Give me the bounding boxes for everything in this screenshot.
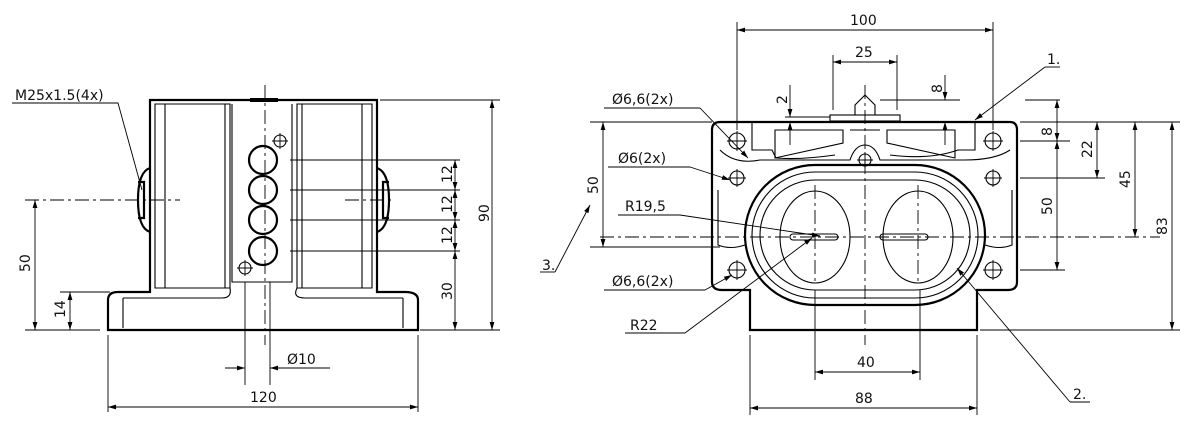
dim-diameter-10: Ø10 <box>287 352 316 368</box>
front-body-outline <box>710 120 1019 332</box>
dim-left-50: 50 <box>586 176 602 194</box>
dim-right-83: 83 <box>1155 217 1171 235</box>
dim-88: 88 <box>855 391 873 407</box>
dim-right-8: 8 <box>1040 127 1056 136</box>
side-body-outline <box>106 98 420 332</box>
hole-label-bottom: Ø6,6(2x) <box>612 274 673 290</box>
side-view: M25x1.5(4x) 50 14 12 12 12 30 90 Ø10 120 <box>12 85 500 412</box>
dim-40: 40 <box>857 355 875 371</box>
hole-label-mid: Ø6(2x) <box>618 151 666 167</box>
dim-100: 100 <box>850 13 877 29</box>
dim-8-top: 8 <box>930 84 946 93</box>
dim-14: 14 <box>53 300 69 318</box>
radius-22: R22 <box>630 318 658 334</box>
dim-30: 30 <box>440 282 456 300</box>
dim-12a: 12 <box>440 165 456 183</box>
mounting-holes <box>727 131 1003 280</box>
dim-right-50: 50 <box>1040 197 1056 215</box>
dim-25: 25 <box>855 45 873 61</box>
dim-50: 50 <box>18 254 34 272</box>
dim-90: 90 <box>477 204 493 222</box>
hole-label-top: Ø6,6(2x) <box>612 92 673 108</box>
callout-2: 2. <box>1073 387 1086 403</box>
radius-19-5: R19,5 <box>625 199 666 215</box>
dim-120: 120 <box>250 390 277 406</box>
front-view: 100 25 2 8 1. 2. 3. Ø6,6(2x) Ø6(2x) R19,… <box>540 13 1180 415</box>
dim-right-22: 22 <box>1080 140 1096 158</box>
callout-3: 3. <box>542 258 555 274</box>
dim-12b: 12 <box>440 195 456 213</box>
dim-right-45: 45 <box>1118 170 1134 188</box>
cable-entry-holes <box>247 144 279 267</box>
dim-2: 2 <box>775 95 791 104</box>
callout-1: 1. <box>1047 52 1060 68</box>
dim-12c: 12 <box>440 226 456 244</box>
thread-label: M25x1.5(4x) <box>15 88 104 104</box>
